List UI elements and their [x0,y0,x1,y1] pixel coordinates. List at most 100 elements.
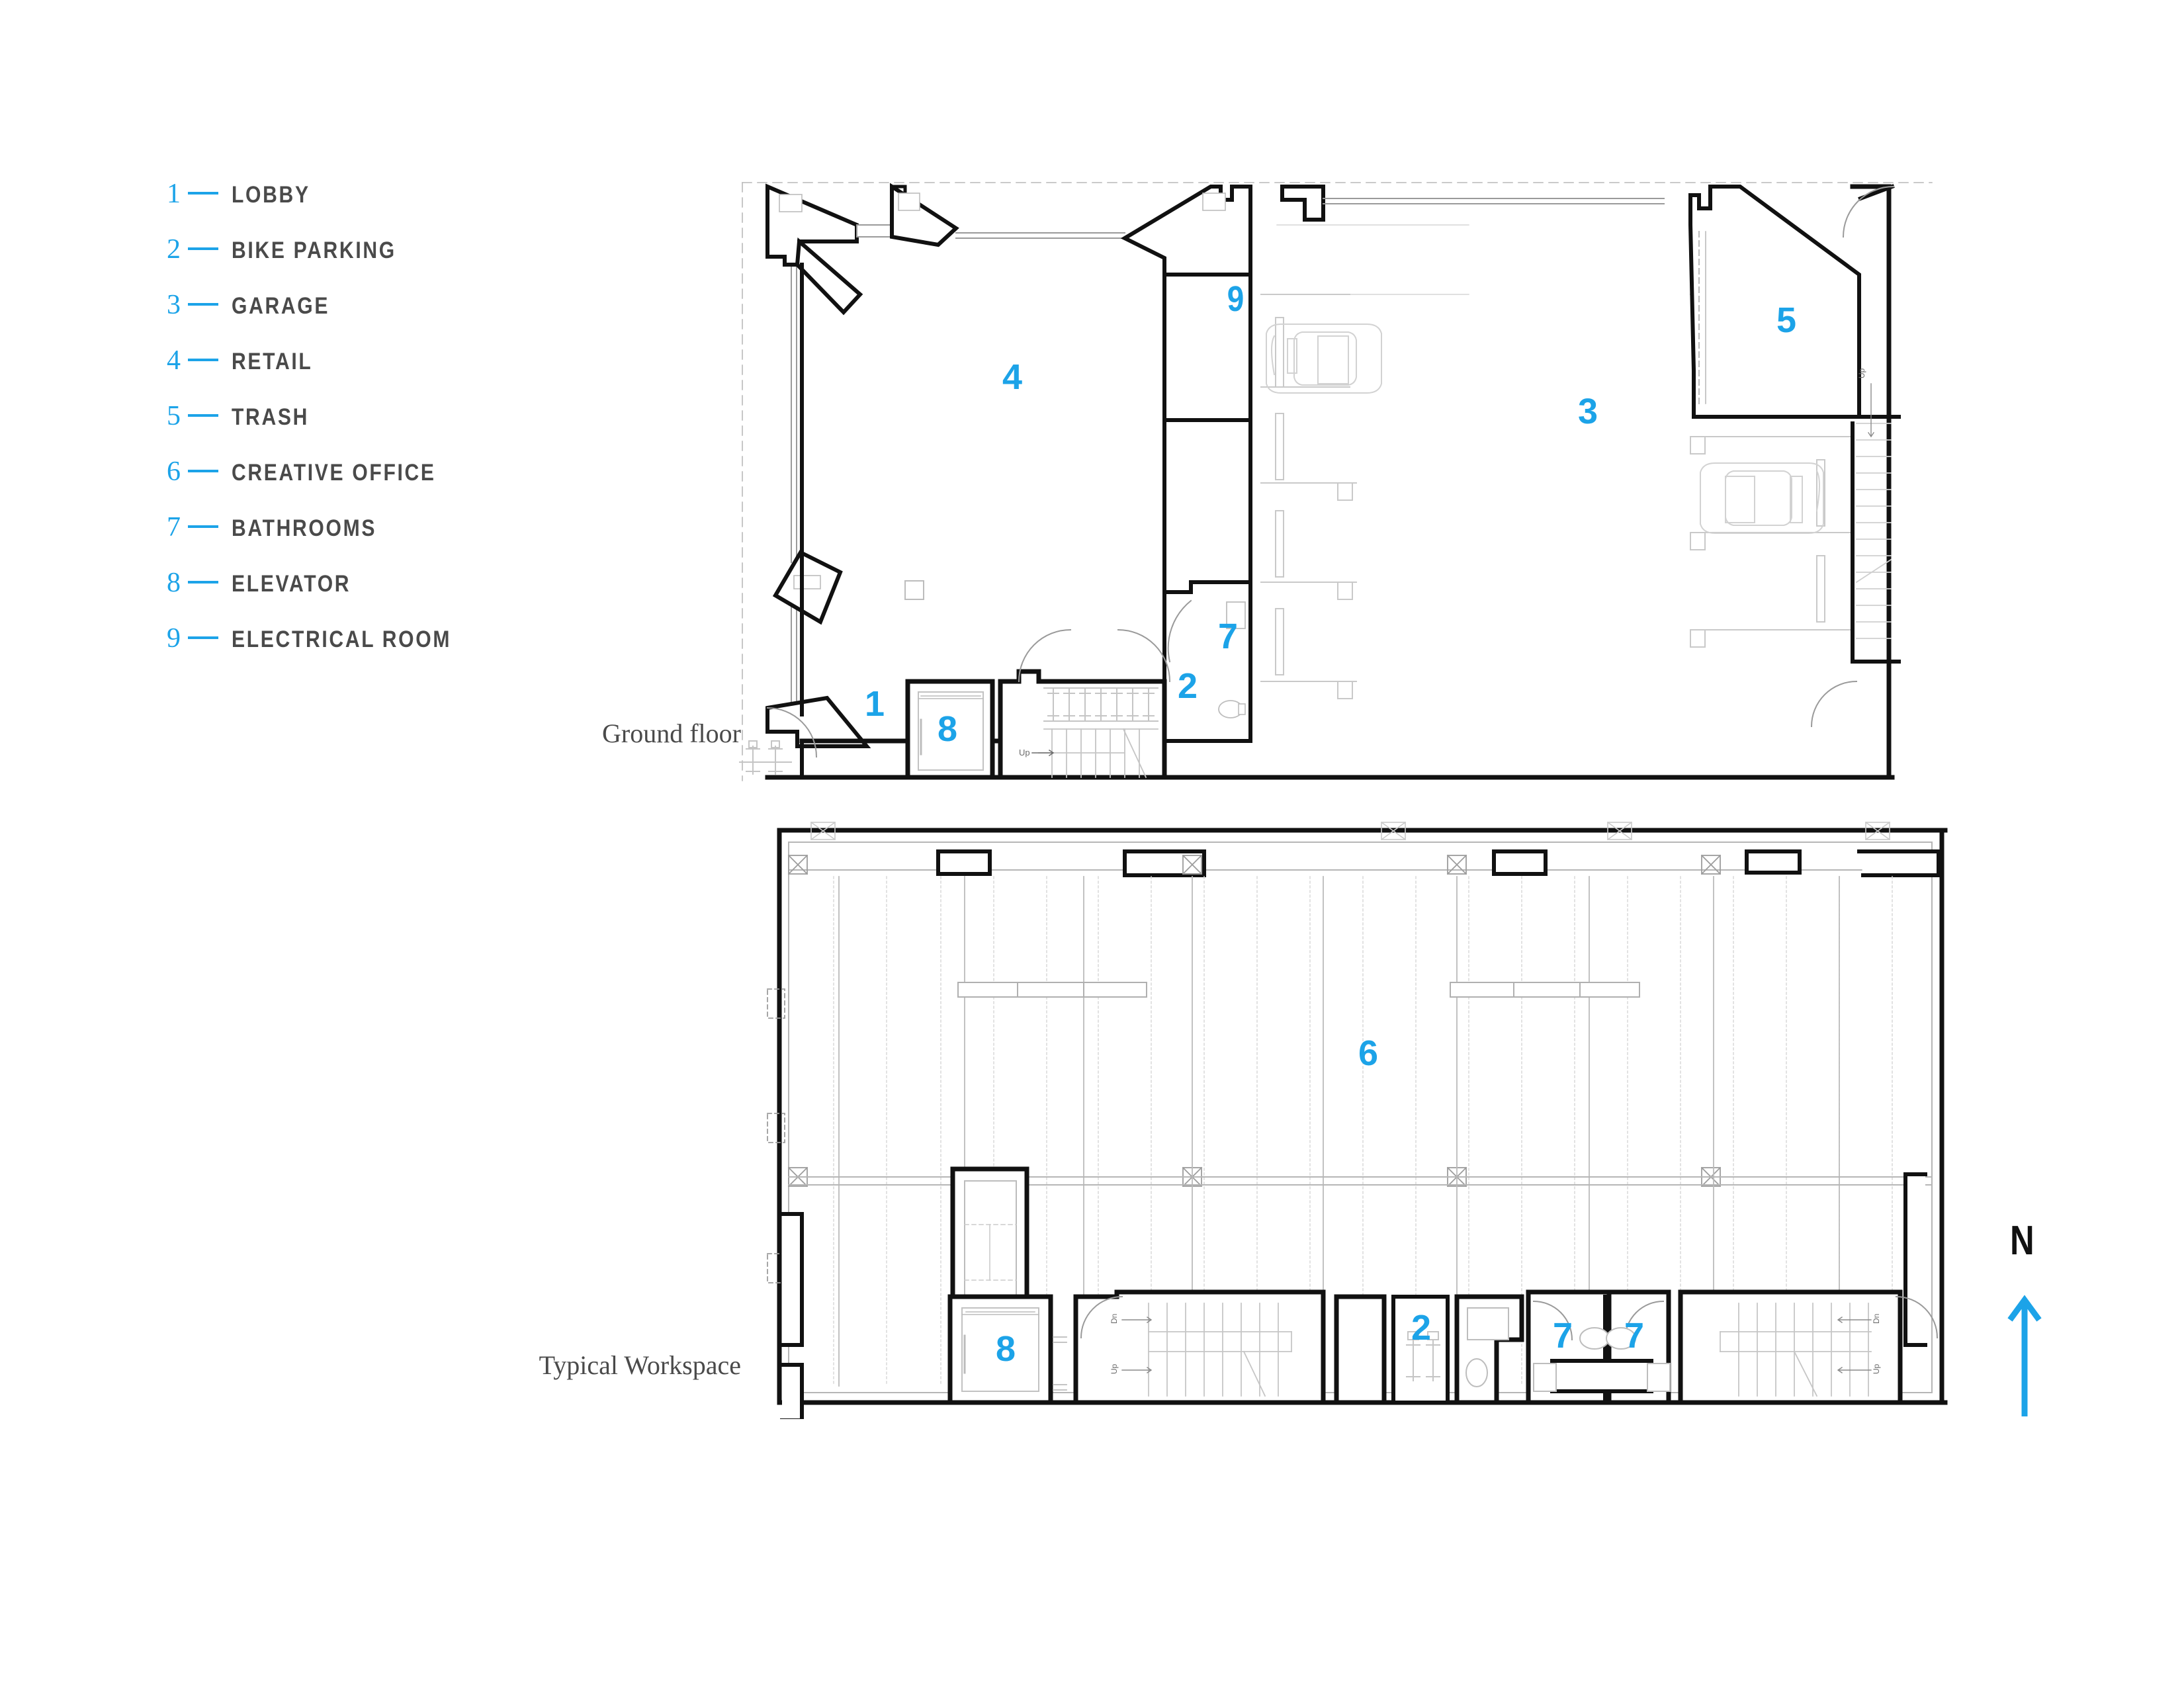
legend-number: 8 [167,568,181,598]
accessible-restroom [1454,1294,1524,1405]
room-number-3: 3 [1578,392,1598,431]
north-arrow-indicator: N [2005,1221,2084,1419]
door-swing [766,707,818,758]
legend-number: 2 [167,234,181,265]
legend-label: BIKE PARKING [232,238,396,263]
legend-number: 6 [167,456,181,487]
north-arrow-icon [2007,1295,2042,1416]
structural-column [904,580,924,600]
door-swing [1167,599,1192,663]
legend-label: CREATIVE OFFICE [232,460,436,486]
legend-dash-icon [188,192,218,195]
west-stair-core: Dn Up [1073,1289,1326,1405]
toilet-fixture [1465,1358,1488,1387]
elevator-cab [918,691,984,771]
east-stair-core: Dn Up [1678,1289,1939,1405]
stair-direction-label: Dn [1872,1314,1881,1324]
property-line [742,182,1933,781]
north-letter-label: N [2010,1218,2034,1264]
structural-column-marker [767,854,1722,1283]
door-swing [1842,185,1895,238]
legend-item-elevator: 8 ELEVATOR [167,569,537,625]
bike-rack [1043,687,1158,722]
door-swing [1117,628,1171,683]
room-number-8: 8 [996,1329,1016,1369]
room-number-5: 5 [1776,300,1796,340]
room-number-6: 6 [1358,1033,1378,1073]
plumbing-chase [1550,1359,1653,1393]
legend-item-retail: 4 RETAIL [167,347,537,402]
room-number-9: 9 [1227,279,1245,319]
stair-direction-label: Dn [1110,1314,1119,1324]
floor-shaft [950,1166,1029,1334]
room-number-2: 2 [1178,666,1198,706]
retail-room [799,263,1167,744]
ground-elevator [905,679,995,780]
room-number-7: 7 [1624,1316,1644,1356]
typical-workspace-plan: Dn Up [767,821,1948,1419]
sink-fixture [1226,601,1246,629]
room-number-1: 1 [865,684,885,724]
workspace-elevator [947,1294,1067,1405]
east-stair-core: Up [1810,184,1901,728]
elevator-cab [961,1307,1039,1392]
room-number-8: 8 [938,709,957,749]
legend-number: 7 [167,512,181,542]
west-windows [780,1212,804,1419]
legend-item-trash: 5 TRASH [167,402,537,458]
legend-number: 4 [167,345,181,376]
legend-dash-icon [188,525,218,528]
workspace-bathrooms [1526,1289,1671,1405]
legend-item-creative-office: 6 CREATIVE OFFICE [167,458,537,513]
room-number-7: 7 [1553,1316,1573,1356]
legend-dash-icon [188,247,218,250]
stair-treads [1148,1303,1292,1397]
storefront-fin [765,695,871,748]
legend-number: 5 [167,401,181,431]
bike-rack [1406,1331,1440,1381]
typical-workspace-caption: Typical Workspace [539,1350,741,1380]
stair-direction-label: Up [1872,1363,1881,1374]
door-swing [1080,1295,1123,1339]
stair-treads [1720,1303,1872,1397]
legend-dash-icon [188,581,218,584]
north-facade [890,183,1252,277]
room-number-4: 4 [1002,357,1022,397]
legend-label: LOBBY [232,182,310,208]
garage-ceiling-grid [1276,224,1469,295]
legend-number: 3 [167,290,181,320]
lobby-room [739,707,818,779]
storefront-fin [1120,185,1252,277]
sink-fixture [1467,1307,1509,1340]
legend-label: RETAIL [232,349,313,374]
ground-bike-parking: Up [998,628,1171,780]
ground-floor-plan: Up [739,182,1933,781]
legend-label: GARAGE [232,293,330,319]
ground-floor-caption: Ground floor [602,718,741,748]
door-swing [1018,628,1072,683]
room-number-7: 7 [1218,617,1238,656]
toilet-fixture [1579,1327,1610,1350]
garage-room [1162,185,1853,780]
stair-treads [1855,423,1892,639]
room-number-2: 2 [1411,1308,1431,1348]
legend-dash-icon [188,470,218,472]
ground-bathroom [1162,580,1252,743]
parked-car [1700,462,1824,534]
door-swing [1532,1300,1573,1341]
stair-direction-label: Up [1857,368,1866,378]
legend-label: TRASH [232,404,310,430]
legend-number: 1 [167,179,181,209]
legend-item-bathrooms: 7 BATHROOMS [167,513,537,569]
legend-item-lobby: 1 LOBBY [167,180,537,236]
legend-dash-icon [188,359,218,361]
stair-direction-label: Up [1110,1363,1119,1374]
legend-number: 9 [167,623,181,654]
sink-fixture [1533,1363,1557,1392]
retail-storefront-facade [765,183,906,748]
east-window [1903,1172,1927,1347]
ceiling-duct-run [957,982,1640,998]
legend-dash-icon [188,303,218,306]
legend-label: ELEVATOR [232,571,351,597]
